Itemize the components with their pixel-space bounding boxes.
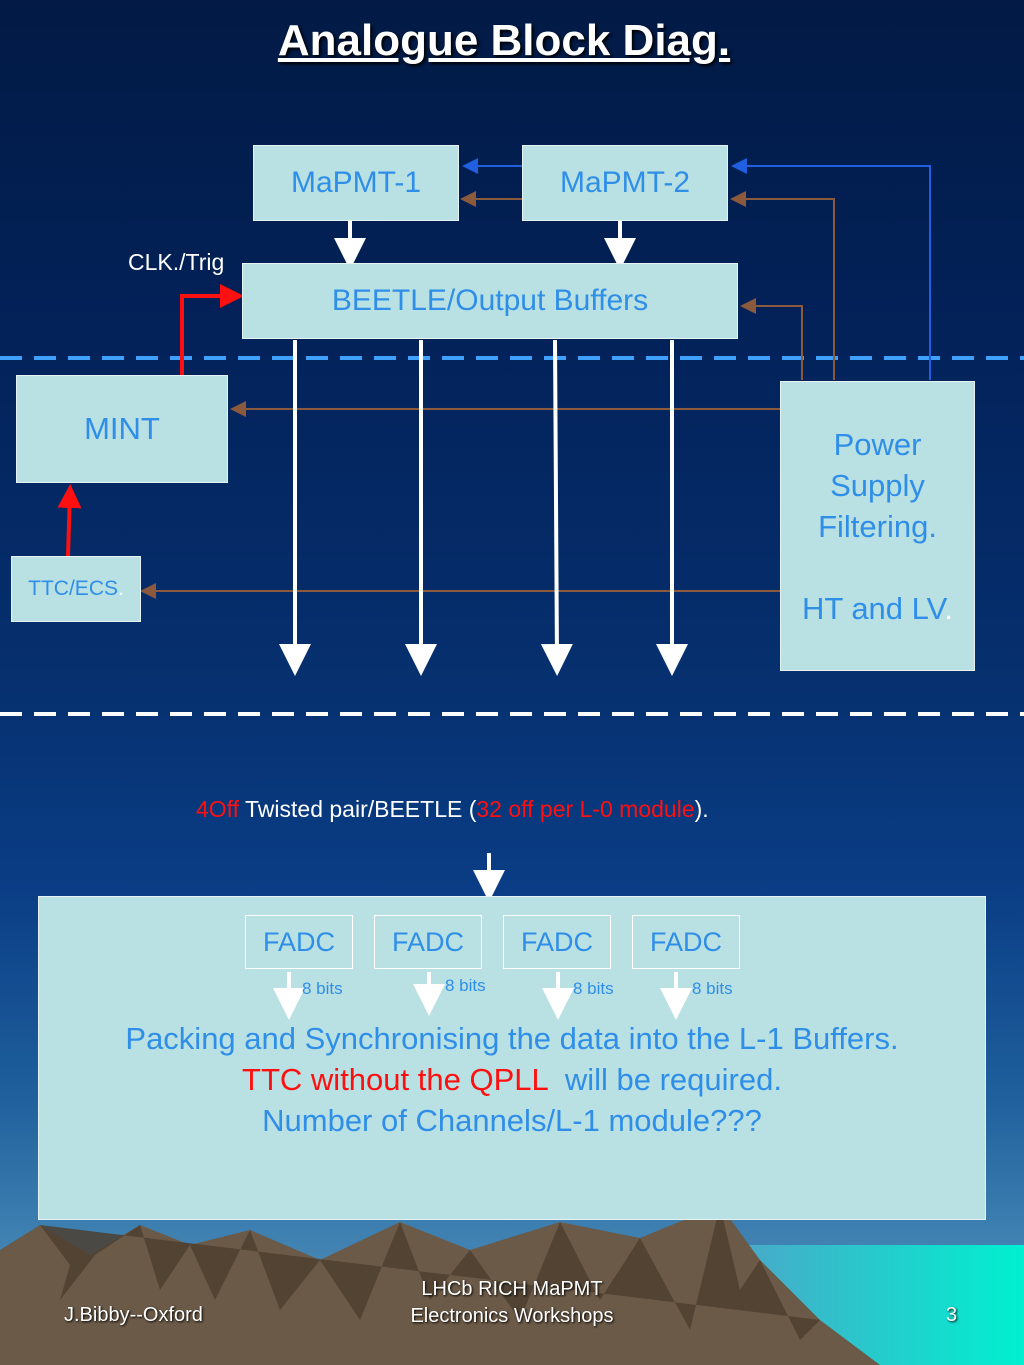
dashed-divider-bottom — [0, 712, 1024, 716]
twisted-pair-middle: Twisted pair/BEETLE ( — [239, 796, 477, 822]
ttc-ecs-box: TTC/ECS. — [11, 556, 141, 622]
l1-line-2: TTC without the QPLL will be required. — [110, 1059, 914, 1100]
l1-description: Packing and Synchronising the data into … — [110, 1018, 914, 1141]
beetle-box: BEETLE/Output Buffers — [242, 263, 738, 339]
mint-box: MINT — [16, 375, 228, 483]
fadc-4-bits: 8 bits — [692, 979, 733, 998]
power-line-3: Filtering. — [818, 508, 937, 544]
l1-line-1: Packing and Synchronising the data into … — [125, 1021, 899, 1056]
footer-author: J.Bibby--Oxford — [64, 1304, 203, 1326]
twisted-pair-caption: 4Off Twisted pair/BEETLE (32 off per L-0… — [196, 796, 709, 823]
fadc-3: FADC — [503, 915, 611, 969]
power-line-2: Supply — [830, 467, 925, 503]
power-line-4-text: HT and LV — [801, 590, 945, 626]
power-line-4-dot: . — [944, 590, 954, 626]
fadc-3-bits: 8 bits — [573, 979, 614, 998]
fadc-4: FADC — [632, 915, 740, 969]
fadc-1: FADC — [245, 915, 353, 969]
page-title: Analogue Block Diag. — [277, 16, 731, 65]
mapmt1-box: MaPMT-1 — [253, 145, 459, 221]
clk-trig-label: CLK./Trig — [128, 249, 225, 275]
mapmt2-box: MaPMT-2 — [522, 145, 728, 221]
footer-event: LHCb RICH MaPMT Electronics Workshops — [362, 1276, 662, 1330]
fadc-2: FADC — [374, 915, 482, 969]
twisted-pair-count: 4Off — [196, 796, 240, 822]
l1-line-3: Number of Channels/L-1 module??? — [262, 1103, 762, 1138]
footer-page-number: 3 — [946, 1304, 958, 1326]
footer-event-line-2: Electronics Workshops — [410, 1305, 614, 1327]
dashed-divider-top — [0, 356, 1024, 360]
power-line-1: Power — [833, 426, 922, 462]
fadc-1-bits: 8 bits — [302, 979, 343, 998]
twisted-pair-end: ). — [694, 796, 709, 822]
twisted-pair-per-module: 32 off per L-0 module — [476, 796, 695, 822]
ttc-ecs-dot: . — [118, 577, 124, 600]
ttc-ecs-label: TTC/ECS — [28, 577, 118, 600]
footer-event-line-1: LHCb RICH MaPMT — [421, 1278, 603, 1300]
l1-line-2-red: TTC without the QPLL — [242, 1062, 548, 1097]
l1-line-2-rest: will be required. — [547, 1062, 782, 1097]
fadc-2-bits: 8 bits — [445, 976, 486, 995]
power-line-4: HT and LV. — [802, 588, 953, 629]
power-supply-box: Power Supply Filtering. HT and LV. — [780, 381, 975, 671]
